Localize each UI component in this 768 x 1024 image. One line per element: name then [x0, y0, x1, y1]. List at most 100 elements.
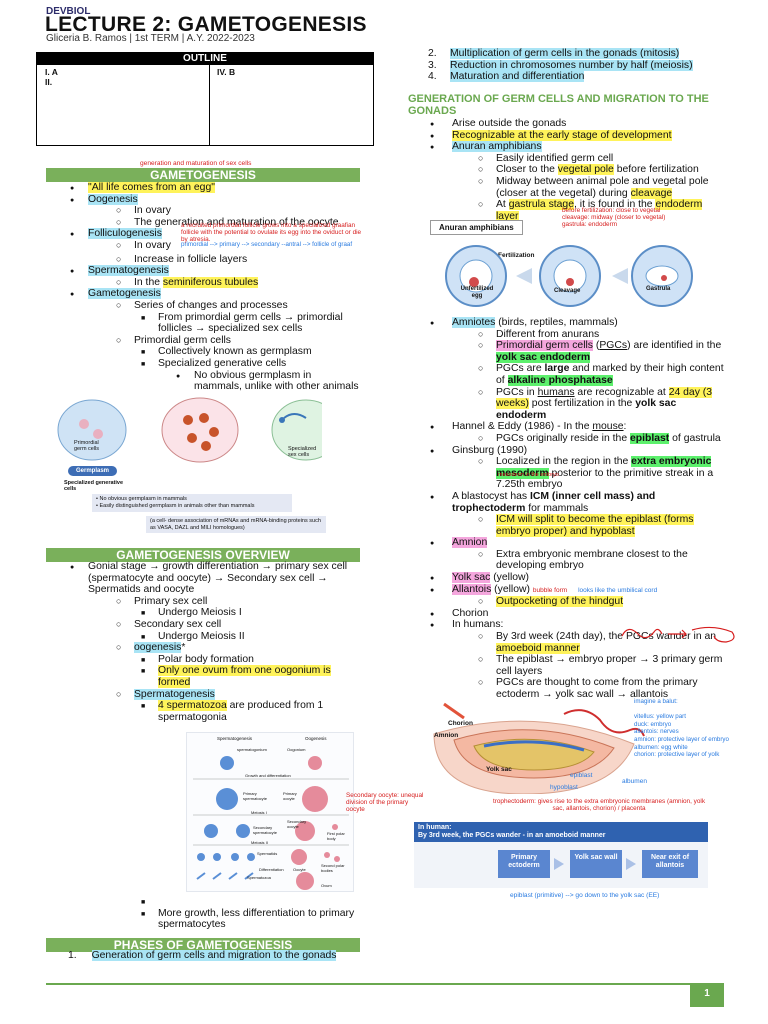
list-item: More growth, less differentiation to pri… — [46, 908, 362, 931]
list-item: Localized in the region in the extra emb… — [408, 456, 724, 491]
list-item: In humans: — [408, 619, 724, 631]
outline-right: IV. B — [217, 67, 235, 77]
list-item: Undergo Meiosis II — [46, 631, 362, 643]
follicle-sequence-note: primordial --> primary --> secondary --a… — [181, 241, 353, 248]
outline-box: OUTLINE I. A II. IV. B — [36, 52, 374, 146]
fig2-secondary-sc: Secondary spermatocyte — [253, 825, 278, 835]
section-heading-overview: GAMETOGENESIS OVERVIEW — [46, 548, 360, 562]
section-heading-phases: PHASES OF GAMETOGENESIS — [46, 938, 360, 952]
list-item: oogenesis* — [46, 642, 362, 654]
list-item: From primordial germ cells → primordial … — [46, 312, 362, 335]
anuran-fig-title: Anuran amphibians — [430, 220, 523, 235]
epiblast-note: epiblast (primitive) --> go down to the … — [510, 892, 660, 899]
fig2-oogonium: Oogonium — [287, 747, 306, 752]
list-item: Secondary sex cell — [46, 619, 362, 631]
list-item: No obvious germplasm in mammals, unlike … — [46, 370, 362, 393]
gametogenesis-list: "All life comes from an egg" Oogenesis I… — [46, 182, 362, 393]
outline-item[interactable]: IV. B — [217, 67, 236, 77]
overview-list-cont: More growth, less differentiation to pri… — [46, 896, 362, 931]
list-item: Amniotes (birds, reptiles, mammals) — [408, 317, 724, 329]
list-item: PGCs in humans are recognizable at 24 da… — [408, 386, 724, 422]
fig2-oogenesis: Oogenesis — [305, 736, 327, 741]
label-pgc: Primordial germ cells — [74, 440, 100, 452]
course-code: DEVBIOL — [46, 6, 91, 17]
phase-item: 4.Maturation and differentiation — [428, 71, 585, 83]
list-item: In ovary — [46, 205, 362, 217]
phase-1: 1. Generation of germ cells and migratio… — [68, 950, 337, 961]
list-item: Series of changes and processes — [46, 300, 362, 312]
list-item: By 3rd week (24th day), the PGCs wander … — [408, 631, 724, 654]
migration-box-yolk: Yolk sac wall — [570, 850, 622, 878]
list-item: Amnion — [408, 537, 724, 549]
overview-list: Gonial stage → growth differentiation → … — [46, 561, 362, 723]
list-item: Allantois (yellow) bubble form looks lik… — [408, 583, 724, 597]
germplasm-caption: (a cell- dense association of mRNAs and … — [146, 516, 326, 533]
migration-box-allantois: Near exit of allantois — [642, 850, 698, 878]
fig2-ovum: Ovum — [321, 883, 332, 888]
list-item: Ginsburg (1990) — [408, 445, 724, 457]
list-item: Outpocketing of the hindgut — [408, 596, 724, 608]
page-title: LECTURE 2: GAMETOGENESIS — [45, 13, 367, 36]
migration-banner: In human: By 3rd week, the PGCs wander -… — [414, 822, 708, 842]
germplasm-bullets: • No obvious germplasm in mammals • Easi… — [92, 494, 292, 512]
list-item: At gastrula stage, it is found in the en… — [408, 199, 724, 222]
anuran-note: before fertilization: close to vegetal c… — [562, 207, 666, 228]
list-item: Collectively known as germplasm — [46, 346, 362, 358]
fertilization-label: Fertilization — [498, 252, 535, 259]
bullet: • Easily distinguished germplasm in anim… — [96, 503, 255, 509]
fig2-oocyte: Oocyte — [293, 867, 306, 872]
anuran-figure: Anuran amphibians Fertilization Unfertil… — [430, 220, 720, 307]
balut-note: imagine a balut: vitellus: yellow part d… — [634, 698, 729, 759]
list-item: Easily identified germ cell — [408, 153, 724, 165]
fig2-spermatogonium: spermatogonium — [237, 747, 267, 752]
list-item: Oogenesis — [46, 193, 362, 206]
list-item: Increase in follicle layers — [46, 254, 362, 266]
outline-item[interactable]: I. A — [45, 67, 58, 77]
list-item: Midway between animal pole and vegetal p… — [408, 176, 724, 199]
list-item — [46, 896, 362, 908]
gametogenesis-diagram: Spermatogenesis Oogenesis spermatogonium… — [186, 732, 354, 892]
outline-item[interactable]: II. — [45, 77, 53, 87]
gastrula-label: Gastrula — [646, 286, 671, 292]
fig2-first-polar: First polar body — [327, 831, 345, 841]
unfertilized-label: Unfertilized egg — [460, 286, 494, 299]
fig2-differentiation: Differentiation — [259, 867, 284, 872]
arrow-icon — [626, 858, 636, 870]
list-item: Undergo Meiosis I — [46, 607, 362, 619]
folliculogenesis-note: a recruited primordial follicle grows in… — [181, 222, 362, 243]
list-item: Arise outside the gonads — [408, 118, 724, 130]
trophectoderm-note: trophectoderm: gives rise to the extra e… — [492, 798, 706, 812]
cleavage-label: Cleavage — [554, 288, 581, 294]
list-item: PGCs originally reside in the epiblast o… — [408, 432, 724, 445]
list-item: Chorion — [408, 608, 724, 620]
academic-year: A.Y. 2022-2023 — [186, 33, 255, 44]
list-item: A blastocyst has ICM (inner cell mass) a… — [408, 491, 724, 514]
list-item: Only one ovum from one oogonium is forme… — [46, 665, 362, 688]
list-item: "All life comes from an egg" — [46, 182, 362, 194]
arrow-icon — [554, 858, 564, 870]
list-item: Different from anurans — [408, 329, 724, 341]
list-item: Extra embryonic membrane closest to the … — [408, 549, 724, 572]
germplasm-illustration — [57, 397, 322, 463]
specialized-label: Specialized generative cells — [64, 480, 123, 492]
list-item: Closer to the vegetal pole before fertil… — [408, 164, 724, 176]
phases-list: 2.Multiplication of germ cells in the go… — [428, 48, 693, 83]
amniotes-list: Amniotes (birds, reptiles, mammals) Diff… — [408, 317, 724, 701]
list-item: PGCs are thought to come from the primar… — [408, 677, 724, 700]
albumen-label: albumen — [622, 778, 647, 785]
anuran-illustration — [445, 245, 693, 307]
list-item: Polar body formation — [46, 654, 362, 666]
yolk-sac-label: Yolk sac — [486, 766, 512, 773]
chorion-label: Chorion — [448, 720, 473, 727]
fig2-growth: Growth and differentiation — [245, 773, 291, 778]
red-note: generation and maturation of sex cells — [140, 160, 252, 167]
list-item: Primordial germ cells — [46, 335, 362, 347]
list-item: Anuran amphibians — [408, 141, 724, 153]
footer-line — [46, 983, 690, 985]
header-meta: Gliceria B. Ramos | 1st TERM | A.Y. 2022… — [46, 33, 255, 44]
fig2-spermatids: Spermatids — [257, 851, 278, 856]
section-heading-generation: GENERATION OF GERM CELLS AND MIGRATION T… — [408, 93, 709, 117]
list-item: 4 spermatozoa are produced from 1 sperma… — [46, 700, 362, 723]
list-item: Spermatogenesis — [46, 688, 362, 701]
epiblast-label: epiblast — [570, 772, 593, 779]
